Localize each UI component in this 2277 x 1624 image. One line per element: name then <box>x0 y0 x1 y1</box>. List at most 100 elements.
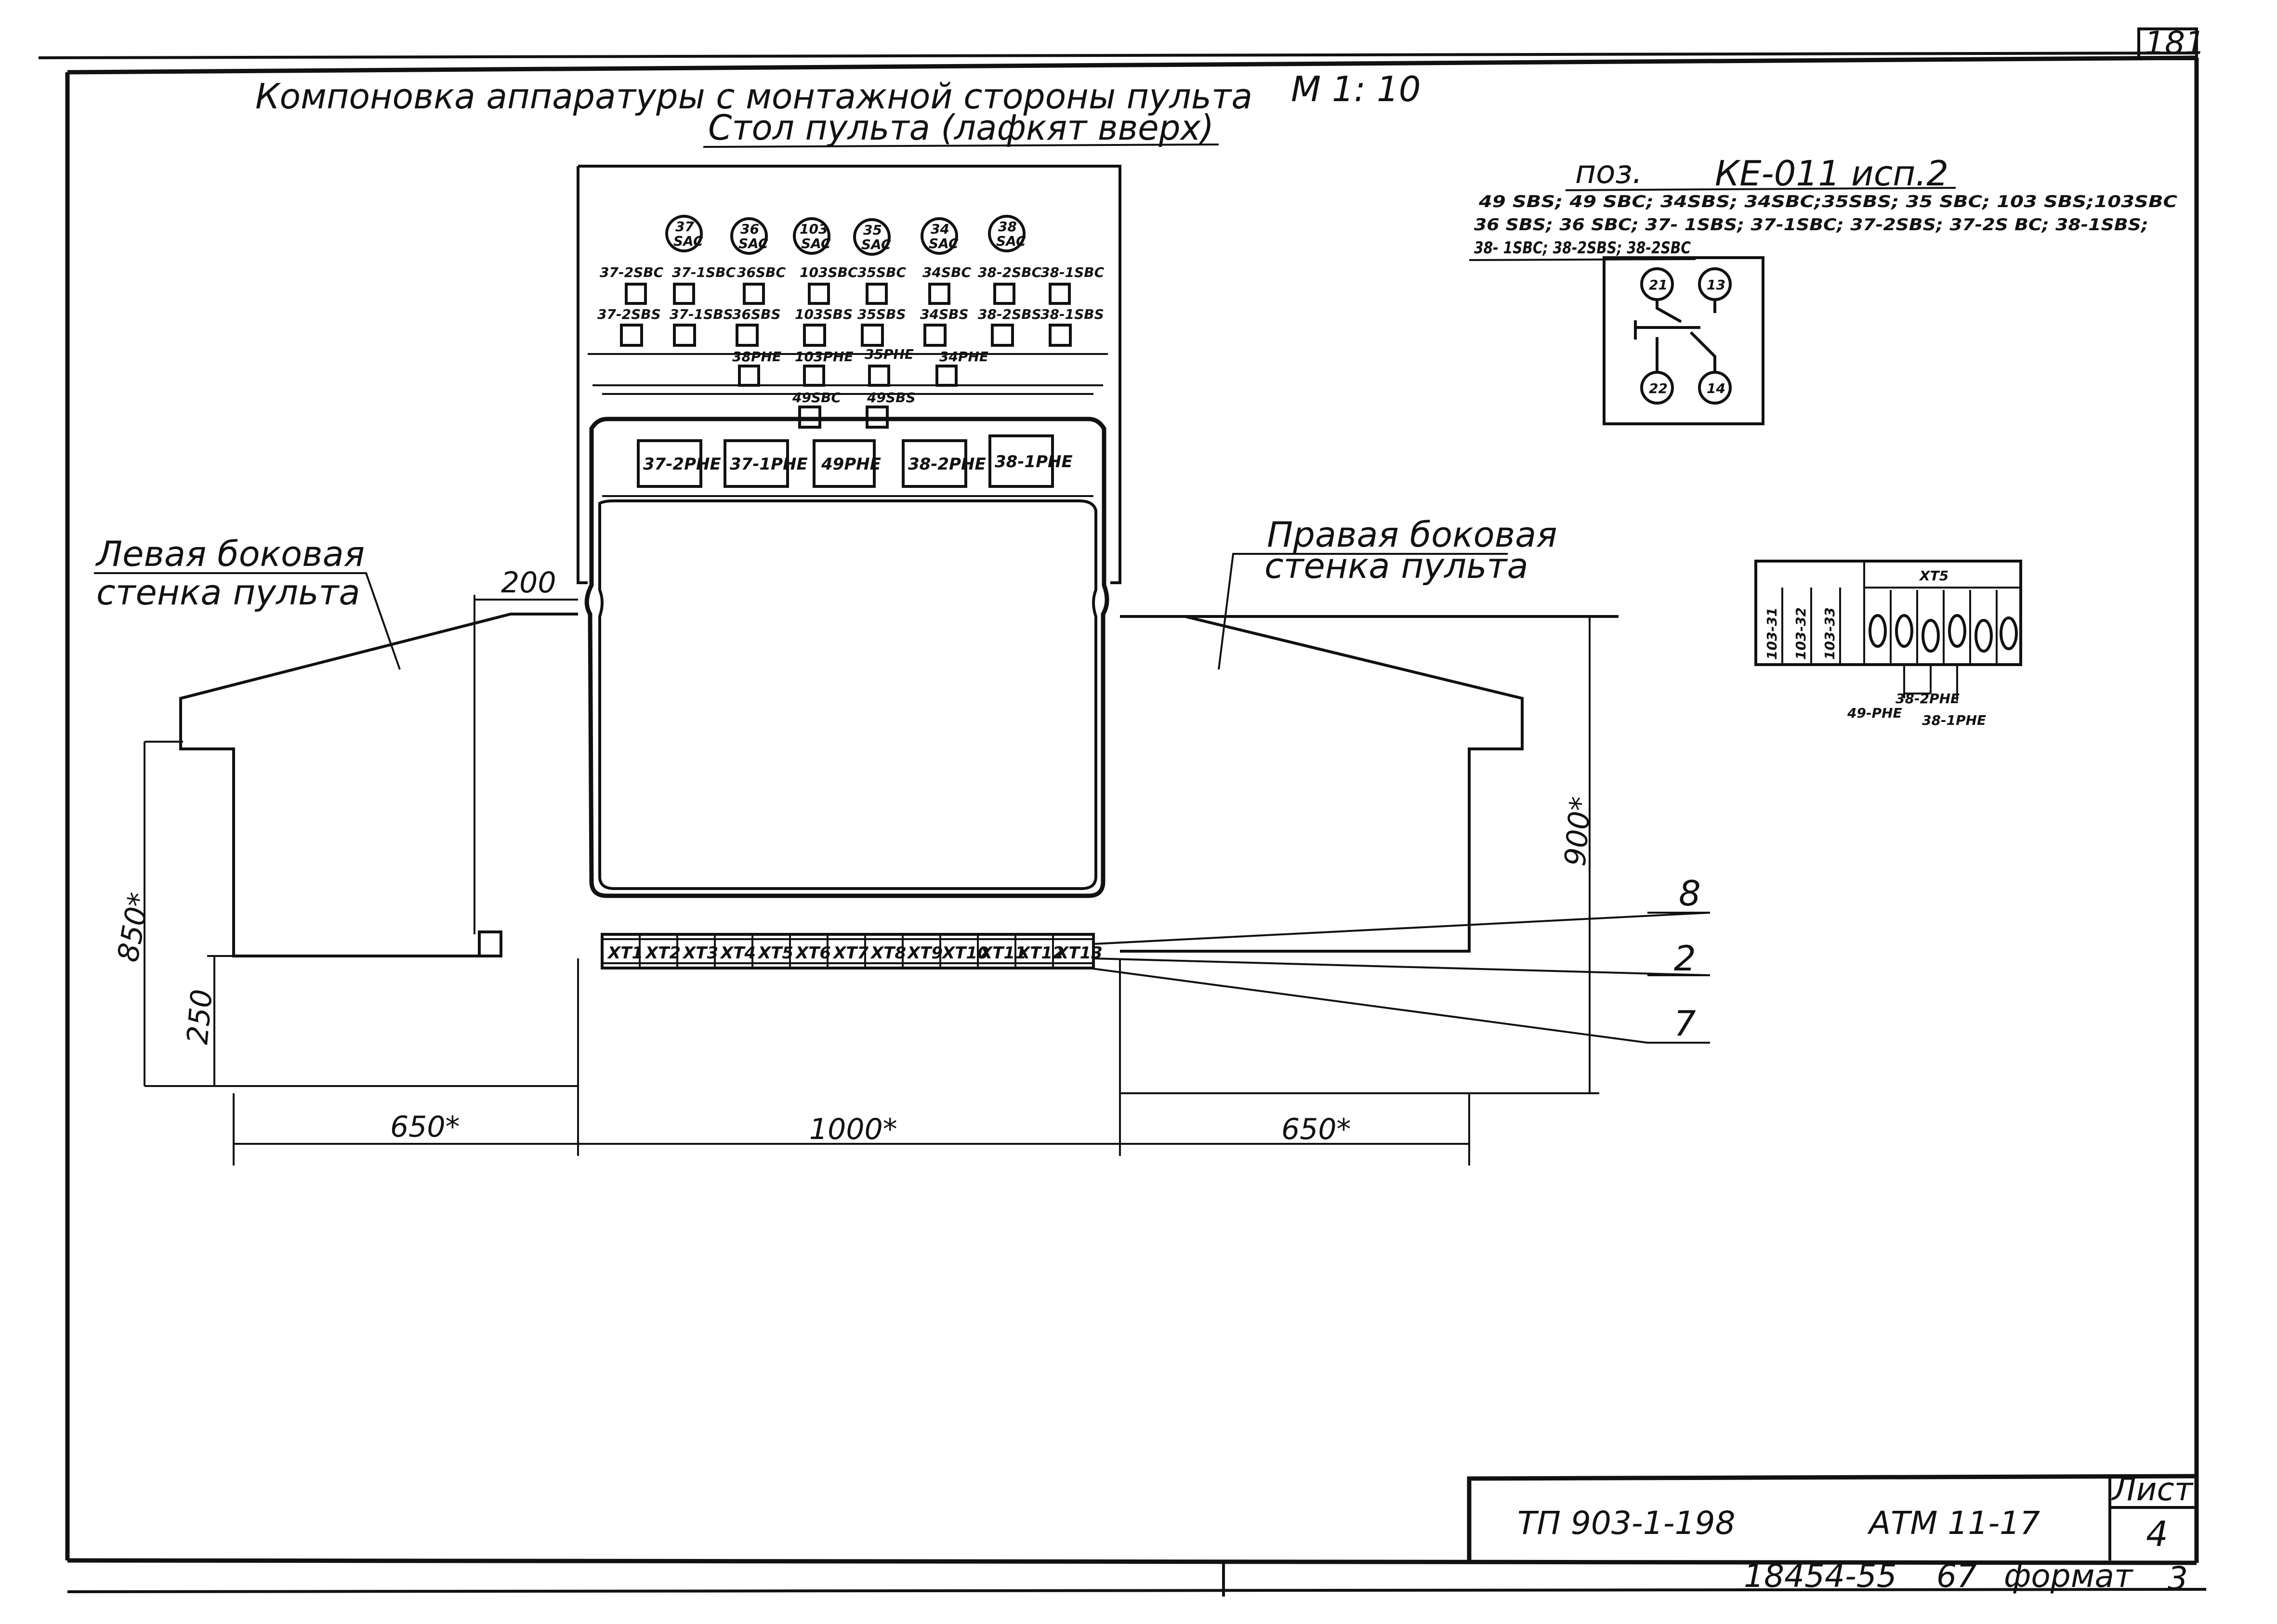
spec-poz-label: поз. <box>1575 154 1643 191</box>
btn-label-38-2sbs: 38-2SBS <box>978 306 1041 322</box>
lamp-38-num: 38 <box>998 219 1017 235</box>
title-block: ТП 903-1-198 АТМ 11-17 Лист 4 18454-55 6… <box>1467 1471 2197 1597</box>
terminal-xt6: XT6 <box>795 943 831 963</box>
terminal-strip: XT1 XT2 XT3 XT4 XT5 XT6 XT7 XT8 XT9 XT10… <box>601 933 1103 969</box>
dim-850: 850* <box>111 890 157 964</box>
contact-13: 13 <box>1707 277 1725 293</box>
meter-label-37-1phe: 37-1PHE <box>730 455 808 474</box>
drawing-title: Компоновка аппаратуры с монтажной сторон… <box>255 69 1421 148</box>
lamp-103 <box>793 217 830 255</box>
sheet-label: Лист <box>2111 1471 2194 1508</box>
lamp-35-num: 35 <box>863 222 882 238</box>
btn-103sbs <box>803 324 826 347</box>
lamp-38-label: SAC <box>996 233 1026 249</box>
btn-label-34sbs: 34SBS <box>920 306 969 322</box>
btn-label-37-2sbc: 37-2SBC <box>600 264 664 280</box>
btn-38-1sbc <box>1049 283 1071 305</box>
meter-49phe <box>813 439 876 488</box>
contact-diagram: 21 13 22 14 <box>1603 256 1764 425</box>
button-row-1: 37-2SBC 37-1SBC 36SBC 103SBC 35SBC 34SBC… <box>600 264 1105 305</box>
contact-22: 22 <box>1649 380 1668 396</box>
lamp-35 <box>853 218 891 256</box>
lamp-37-num: 37 <box>675 219 694 235</box>
xt5-label-38-2phe: 38-2PHE <box>1895 691 1960 707</box>
btn-34sbs <box>923 324 947 347</box>
lamp-34-label: SAC <box>929 236 959 251</box>
btn-103sbc <box>808 283 830 305</box>
terminal-xt13: XT13 <box>1055 943 1103 963</box>
callout-2: 2 <box>1674 938 1696 979</box>
terminal-xt3: XT3 <box>682 943 718 963</box>
btn-label-37-1sbc: 37-1SBC <box>672 264 736 280</box>
btn-label-49sbc: 49SBC <box>792 390 841 406</box>
button-row-4: 49SBC 49SBS <box>792 390 916 429</box>
lamp-36 <box>730 217 768 255</box>
btn-label-34sbc: 34SBC <box>922 264 971 280</box>
contact-14: 14 <box>1707 380 1725 396</box>
terminal-xt4: XT4 <box>720 943 756 963</box>
btn-36sbs <box>736 324 759 347</box>
ind-38phe <box>738 365 760 387</box>
title-main: Компоновка аппаратуры с монтажной сторон… <box>255 76 1252 117</box>
sheet-number: 4 <box>2146 1514 2168 1554</box>
callout-8: 8 <box>1679 873 1701 914</box>
terminal-xt2: XT2 <box>645 943 681 963</box>
lamp-37 <box>665 215 703 252</box>
spec-line-3: 38- 1SBC; 38-2SBS; 38-2SBC <box>1474 238 1691 258</box>
btn-label-35sbs: 35SBS <box>857 306 906 322</box>
right-wall-label-2: стенка пульта <box>1264 546 1528 586</box>
btn-49sbc <box>798 406 821 429</box>
btn-label-103sbs: 103SBS <box>795 306 853 322</box>
btn-49sbs <box>866 406 889 429</box>
terminal-xt10: XT10 <box>941 943 989 963</box>
terminal-xt11: XT11 <box>979 943 1027 963</box>
lamp-34 <box>921 217 958 255</box>
xt5-wire-3: 103-33 <box>1822 607 1838 660</box>
btn-37-1sbs <box>673 324 696 347</box>
lamp-34-num: 34 <box>931 221 949 237</box>
meter-label-49phe: 49PHE <box>821 455 881 474</box>
lamp-103-label: SAC <box>801 236 831 251</box>
dim-650-right: 650* <box>1281 1113 1351 1146</box>
meter-38-2phe <box>902 439 967 488</box>
lamp-37-label: SAC <box>673 233 703 249</box>
ind-label-38phe: 38PHE <box>732 349 781 365</box>
spec-line-2: 36 SBS; 36 SBC; 37- 1SBS; 37-1SBC; 37-2S… <box>1474 215 2148 235</box>
btn-38-2sbc <box>993 283 1015 305</box>
meter-37-2phe <box>637 439 702 488</box>
document-code: АТМ 11-17 <box>1867 1505 2040 1542</box>
terminal-xt5: XT5 <box>757 943 793 963</box>
btn-37-1sbc <box>673 283 695 305</box>
lamp-36-num: 36 <box>740 221 759 237</box>
dim-250: 250 <box>181 988 219 1046</box>
btn-label-38-1sbc: 38-1SBC <box>1040 264 1105 280</box>
title-scale: М 1: 10 <box>1291 69 1421 109</box>
format-value: 3 <box>2168 1560 2188 1597</box>
dimensions: 200 850* 250 900* 650* 1000* 650* <box>111 566 1599 1166</box>
xt5-title: XT5 <box>1919 568 1948 584</box>
lamp-36-label: SAC <box>738 236 768 251</box>
lamp-35-label: SAC <box>861 236 891 252</box>
callout-7: 7 <box>1674 1003 1696 1044</box>
btn-35sbc <box>866 283 888 305</box>
xt5-detail: XT5 103-31 103-32 103-33 38-2PHE 49-PHE … <box>1754 560 2022 728</box>
btn-36sbc <box>743 283 765 305</box>
btn-label-38-2sbc: 38-2SBC <box>978 264 1042 280</box>
terminal-xt12: XT12 <box>1016 943 1064 963</box>
btn-label-37-2sbs: 37-2SBS <box>597 306 661 322</box>
ind-34phe <box>935 365 958 387</box>
ind-103phe <box>803 365 825 387</box>
terminal-xt7: XT7 <box>832 943 869 963</box>
xt5-wire-1: 103-31 <box>1764 607 1780 660</box>
btn-label-36sbs: 36SBS <box>732 306 781 322</box>
xt5-wire-2: 103-32 <box>1793 607 1809 660</box>
btn-label-35sbc: 35SBC <box>857 264 906 280</box>
lamp-103-num: 103 <box>800 221 828 237</box>
left-wall-label-2: стенка пульта <box>96 572 360 613</box>
btn-37-2sbc <box>625 283 647 305</box>
contact-21: 21 <box>1649 277 1668 293</box>
meter-row: 37-2PHE 37-1PHE 49PHE 38-2PHE 38-1PHE <box>637 434 1073 488</box>
dim-900: 900* <box>1558 795 1598 867</box>
meter-37-1phe <box>724 439 789 488</box>
btn-37-2sbs <box>620 324 643 347</box>
